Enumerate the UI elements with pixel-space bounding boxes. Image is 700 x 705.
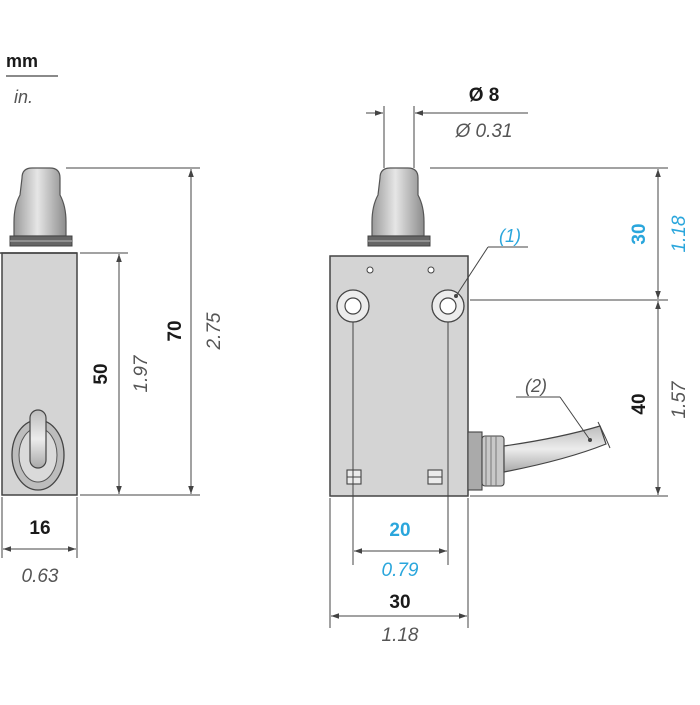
unit-in-label: in. <box>14 87 33 107</box>
hole-spacing-mm: 20 <box>389 520 410 541</box>
front-view: Ø 8 Ø 0.31 30 1.18 40 1.57 20 0.79 30 1.… <box>329 85 690 646</box>
front-body-height-mm: 40 <box>629 393 650 414</box>
body-width-mm: 30 <box>389 592 410 613</box>
side-width-in: 0.63 <box>22 566 59 587</box>
body-width-in: 1.18 <box>382 625 419 646</box>
plunger-height-in: 1.18 <box>669 215 690 252</box>
callout-2-label: (2) <box>525 376 547 396</box>
side-body-height-in: 1.97 <box>131 354 152 392</box>
side-cable <box>29 409 47 469</box>
side-view: 16 0.63 50 1.97 70 2.75 <box>0 167 225 587</box>
side-body-height-mm: 50 <box>91 363 112 384</box>
side-total-height-mm: 70 <box>165 320 186 341</box>
callout-2-leader <box>559 396 591 441</box>
plunger-dia-in: Ø 0.31 <box>454 121 512 142</box>
plunger-dia-mm: Ø 8 <box>469 85 500 106</box>
side-total-height-in: 2.75 <box>204 312 225 350</box>
callout-1-leader <box>455 246 489 297</box>
unit-mm-label: mm <box>6 51 38 71</box>
front-body-height-in: 1.57 <box>669 380 690 418</box>
side-width-mm: 16 <box>29 518 50 539</box>
callout-1-label: (1) <box>499 226 521 246</box>
front-cable-gland <box>467 431 483 491</box>
front-cable <box>503 425 607 473</box>
units-legend: mm in. <box>6 51 58 107</box>
side-plunger-cap <box>13 167 67 237</box>
plunger-height-mm: 30 <box>629 223 650 244</box>
hole-spacing-in: 0.79 <box>382 560 419 581</box>
front-plunger-cap <box>371 167 425 237</box>
